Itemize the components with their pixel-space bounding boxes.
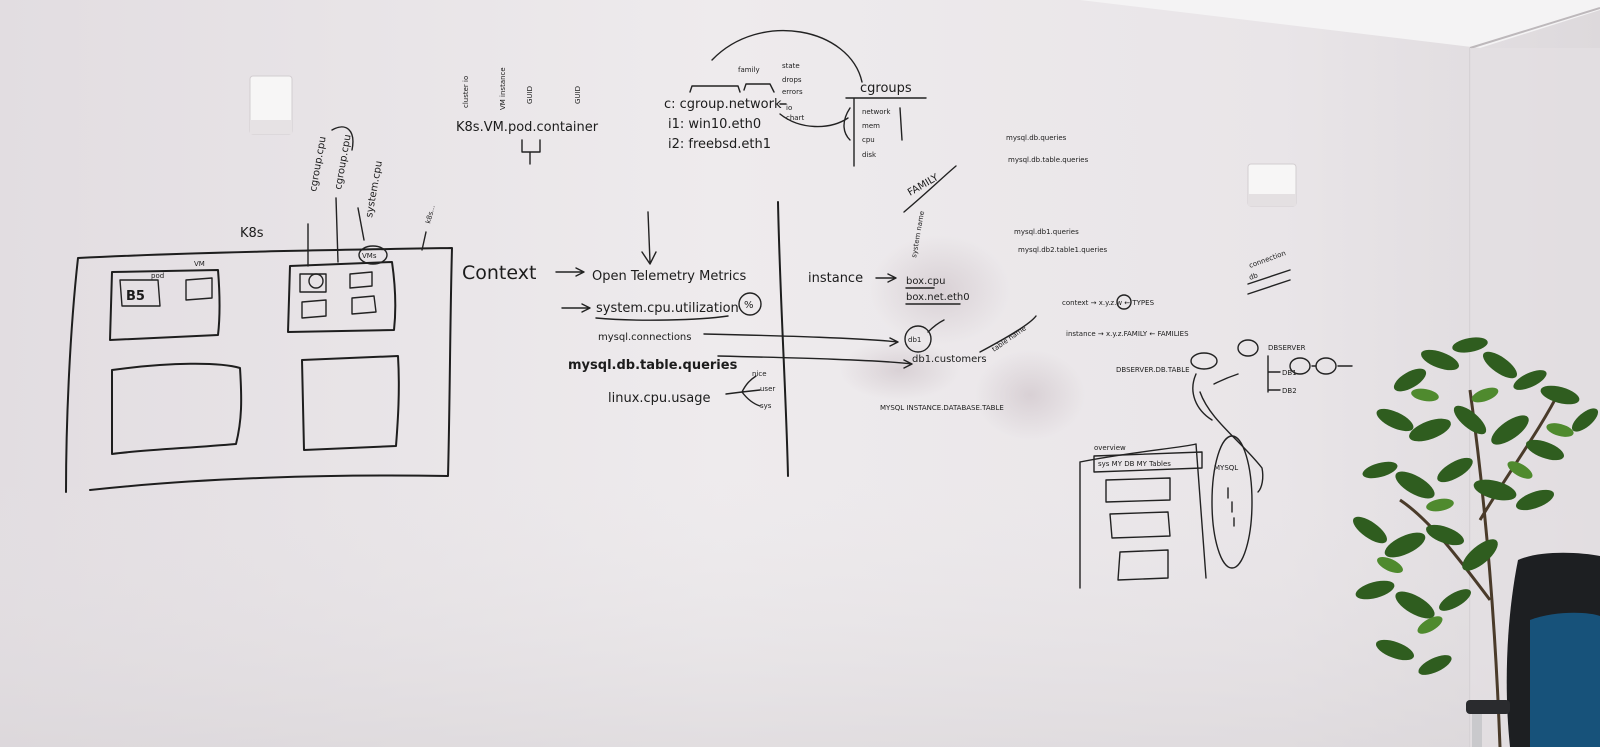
cgroup-note-errors: errors xyxy=(782,88,803,96)
box-label: B5 xyxy=(126,289,145,304)
path-label-2: VM instance xyxy=(499,67,507,110)
corner-note-2: db xyxy=(1248,271,1260,282)
path-label-1: cluster io xyxy=(462,76,470,108)
cgroups-item-network: network xyxy=(862,108,891,116)
sys-cpu-label: system.cpu.utilization xyxy=(596,301,739,316)
divider-line xyxy=(777,201,789,477)
office-chair xyxy=(1466,552,1600,747)
mysql-connections: mysql.connections xyxy=(598,332,691,343)
cgroup-note-chart: chart xyxy=(786,114,804,122)
k8s-diagram: K8s VM B5 pod VMs cgroup.cpu cgroup.cpu … xyxy=(65,126,453,493)
path-label-4: GUID xyxy=(574,86,582,104)
db-item-2: DB2 xyxy=(1282,387,1297,395)
ceiling xyxy=(1080,0,1600,48)
context-label: Context xyxy=(462,262,536,284)
tab-row: sys MY DB MY Tables xyxy=(1098,460,1171,468)
cgroups-item-mem: mem xyxy=(862,122,880,130)
mysql-instance-db: MYSQL INSTANCE.DATABASE.TABLE xyxy=(880,404,1004,412)
db1-customers: db1.customers xyxy=(912,354,987,365)
otel-label: Open Telemetry Metrics xyxy=(592,269,747,284)
k8s-path-text: K8s.VM.pod.container xyxy=(456,120,599,135)
plant xyxy=(1352,337,1599,747)
k8s-label: K8s xyxy=(240,226,264,241)
smudge xyxy=(870,235,1010,345)
smudge xyxy=(840,340,960,400)
mysql-queries: mysql.db.table.queries xyxy=(568,358,738,373)
cgroup-row-1: c: cgroup.network xyxy=(664,97,782,112)
box-net: box.net.eth0 xyxy=(906,292,970,303)
mysql-oval-label: MYSQL xyxy=(1214,464,1238,472)
vms-label: VMs xyxy=(362,252,377,260)
cgroup-note-drops: drops xyxy=(782,76,802,84)
cgroup-row-2: i1: win10.eth0 xyxy=(668,117,761,132)
pod-label: pod xyxy=(151,272,164,280)
cgroup-note-state: state xyxy=(782,62,800,70)
cgroup-block: c: cgroup.network i1: win10.eth0 i2: fre… xyxy=(664,29,927,167)
right-query-2: mysql.db.table.queries xyxy=(1008,156,1089,164)
path-label-3: GUID xyxy=(526,86,534,104)
linux-branch-sys: sys xyxy=(760,402,772,410)
ceiling-edge xyxy=(1469,7,1600,49)
box-cpu: box.cpu xyxy=(906,276,945,287)
db-row: DBSERVER.DB.TABLE xyxy=(1116,366,1190,374)
instance-label: instance xyxy=(808,271,863,286)
k8s-path: K8s.VM.pod.container cluster io VM insta… xyxy=(456,67,599,165)
cgroup-note-io: io xyxy=(786,104,792,112)
cgroups-item-cpu: cpu xyxy=(862,136,875,144)
wall-light-left xyxy=(249,75,293,135)
context-types: context → x.y.z.w ← TYPES xyxy=(1062,299,1155,307)
cgroups-item-disk: disk xyxy=(862,151,877,159)
smudge xyxy=(975,350,1085,440)
cgroup-note-family: family xyxy=(738,66,760,74)
wall-light-right xyxy=(1247,163,1297,207)
db-item-1: DB1 xyxy=(1282,369,1297,377)
dbserver-label: DBSERVER xyxy=(1268,344,1306,352)
linux-branch-user: user xyxy=(760,385,775,393)
vm-label: VM xyxy=(194,260,205,268)
right-query-4: mysql.db2.table1.queries xyxy=(1018,246,1108,254)
wall-shade xyxy=(0,480,1600,747)
linux-branch-nice: nice xyxy=(752,370,767,378)
right-query-3: mysql.db1.queries xyxy=(1014,228,1079,236)
instance-families: instance → x.y.z.FAMILY ← FAMILIES xyxy=(1066,330,1189,338)
cgroup-row-3: i2: freebsd.eth1 xyxy=(668,137,771,152)
db1-label: db1 xyxy=(908,336,921,344)
linux-cpu: linux.cpu.usage xyxy=(608,391,711,406)
percent-label: % xyxy=(744,300,754,311)
context-block: Context Open Telemetry Metrics system.cp… xyxy=(462,211,913,410)
cgroups-title: cgroups xyxy=(860,81,912,96)
right-query-1: mysql.db.queries xyxy=(1006,134,1067,142)
overview-label: overview xyxy=(1094,444,1126,452)
